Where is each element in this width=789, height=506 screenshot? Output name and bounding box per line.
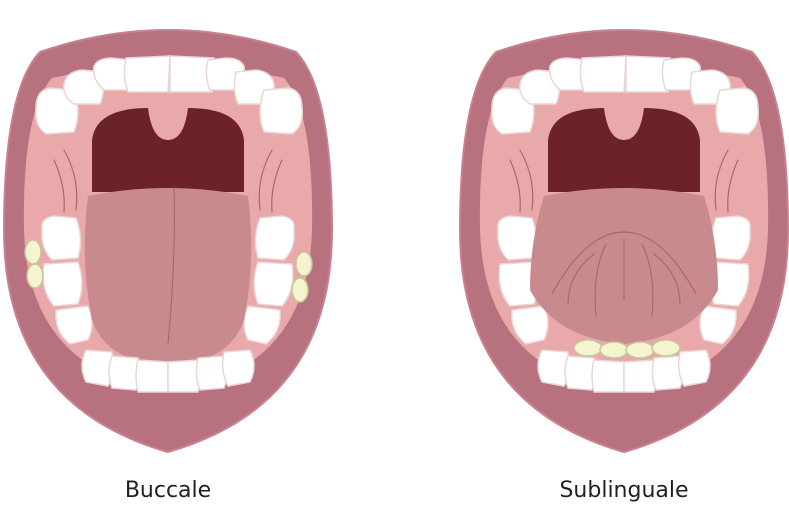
mouth-sublinguale	[460, 30, 788, 452]
caption-buccale: Buccale	[18, 478, 318, 504]
tablet	[25, 240, 41, 264]
tablet	[27, 264, 43, 288]
mouth-buccale	[4, 30, 332, 452]
tablet	[600, 342, 628, 358]
tablet	[626, 342, 654, 358]
tablet	[296, 252, 312, 276]
tablet	[292, 278, 308, 302]
tablet	[652, 340, 680, 356]
caption-sublinguale: Sublinguale	[474, 478, 774, 504]
tablet	[574, 340, 602, 356]
